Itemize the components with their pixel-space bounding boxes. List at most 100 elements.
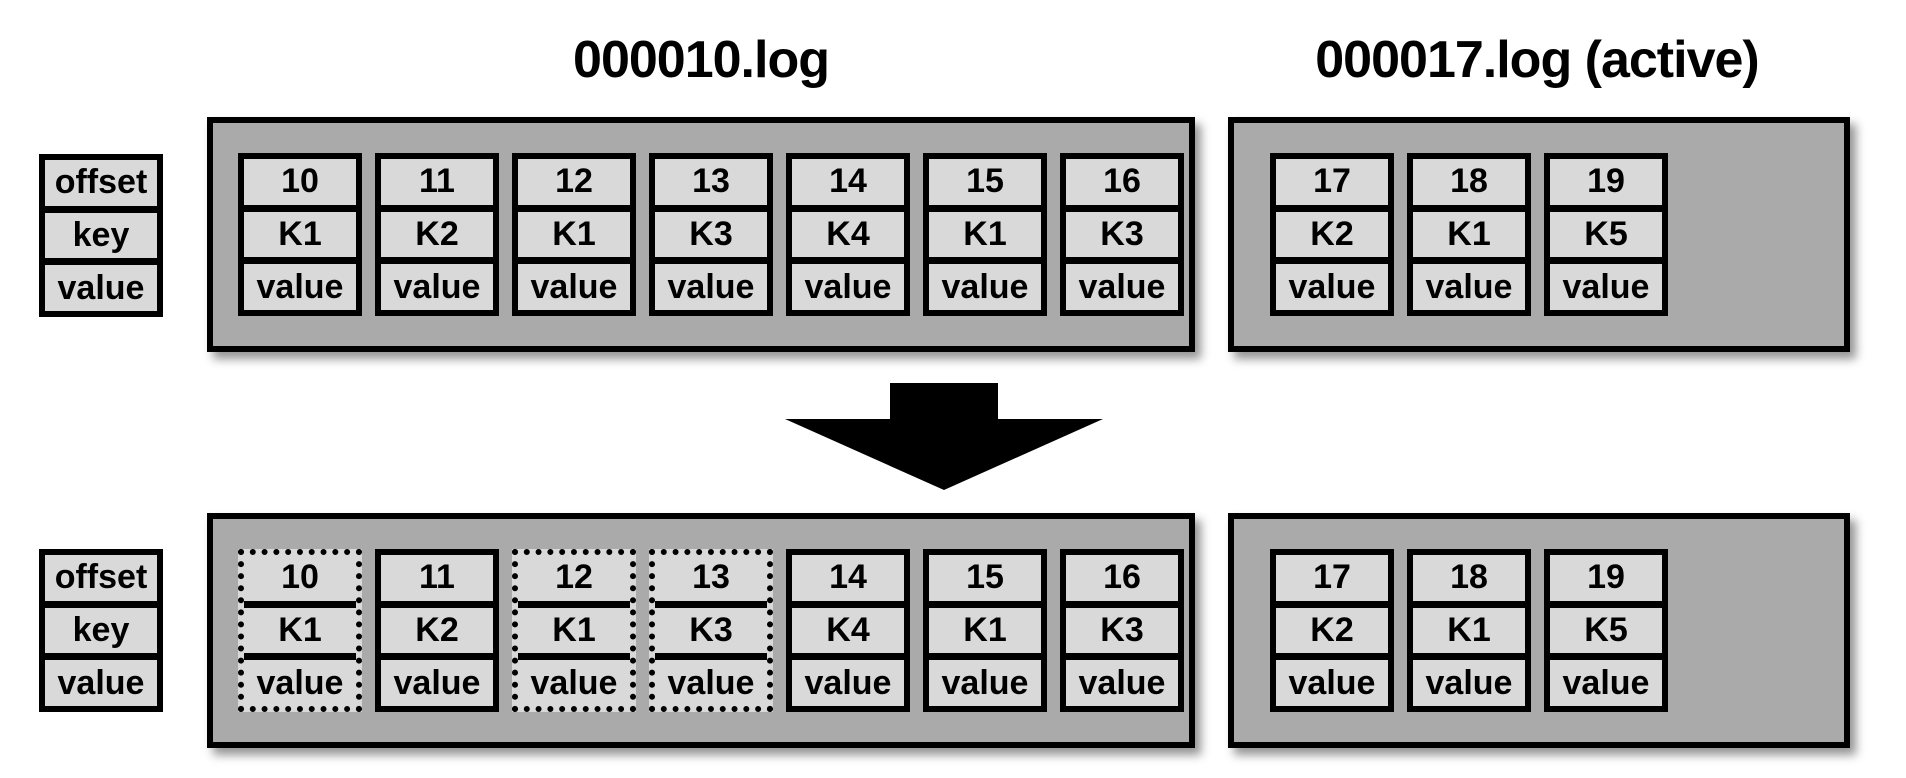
active-log-title: 000017.log (active) bbox=[1315, 31, 1759, 89]
record-key-cell: K1 bbox=[518, 204, 630, 258]
record-key-cell: K5 bbox=[1550, 600, 1662, 654]
record-value-cell: value bbox=[655, 257, 767, 310]
record-offset-cell: 14 bbox=[829, 162, 867, 201]
record-key-cell: K1 bbox=[244, 600, 356, 654]
record: 15 K1 value bbox=[923, 549, 1047, 712]
legend-key-label: key bbox=[45, 205, 157, 259]
record-value-cell: value bbox=[244, 257, 356, 310]
record-offset-cell: 19 bbox=[1587, 558, 1625, 597]
active-log-box-after: 17 K2 value 18 K1 value 19 K5 value bbox=[1228, 513, 1850, 748]
record-key-cell: K4 bbox=[792, 204, 904, 258]
record-value-cell: value bbox=[655, 653, 767, 706]
record-value-cell: value bbox=[1550, 257, 1662, 310]
record-offset-cell: 15 bbox=[966, 162, 1004, 201]
arrow-down-icon bbox=[785, 383, 1103, 490]
record-value-cell: value bbox=[381, 653, 493, 706]
record-value-cell: value bbox=[518, 653, 630, 706]
record-offset-cell: 19 bbox=[1587, 162, 1625, 201]
record-offset-cell: 17 bbox=[1313, 558, 1351, 597]
record-key-cell: K4 bbox=[792, 600, 904, 654]
record: 10 K1 value bbox=[238, 153, 362, 316]
record-value-cell: value bbox=[244, 653, 356, 706]
record-value-cell: value bbox=[1276, 653, 1388, 706]
record-offset-cell: 13 bbox=[692, 162, 730, 201]
legend-key-label: key bbox=[45, 600, 157, 654]
record-offset-cell: 15 bbox=[966, 558, 1004, 597]
record-offset-cell: 14 bbox=[829, 558, 867, 597]
legend-offset-label: offset bbox=[54, 558, 148, 597]
record: 14 K4 value bbox=[786, 153, 910, 316]
record-value-cell: value bbox=[381, 257, 493, 310]
record-value-cell: value bbox=[1550, 653, 1662, 706]
record-offset-cell: 16 bbox=[1103, 162, 1141, 201]
record-value-cell: value bbox=[1066, 653, 1178, 706]
record-key-cell: K3 bbox=[655, 600, 767, 654]
record-value-cell: value bbox=[929, 653, 1041, 706]
record: 19 K5 value bbox=[1544, 153, 1668, 316]
record-key-cell: K3 bbox=[655, 204, 767, 258]
active-log-box-before: 17 K2 value 18 K1 value 19 K5 value bbox=[1228, 117, 1850, 352]
record-key-cell: K2 bbox=[381, 600, 493, 654]
record: 17 K2 value bbox=[1270, 549, 1394, 712]
record: 12 K1 value bbox=[512, 549, 636, 712]
record-value-cell: value bbox=[929, 257, 1041, 310]
record: 11 K2 value bbox=[375, 549, 499, 712]
record: 11 K2 value bbox=[375, 153, 499, 316]
legend-before: offset key value bbox=[39, 154, 163, 317]
record-offset-cell: 16 bbox=[1103, 558, 1141, 597]
record-offset-cell: 12 bbox=[555, 162, 593, 201]
segment-log-box-after: 10 K1 value 11 K2 value 12 K1 value 13 K… bbox=[207, 513, 1195, 748]
record-value-cell: value bbox=[1413, 653, 1525, 706]
record: 10 K1 value bbox=[238, 549, 362, 712]
record-offset-cell: 12 bbox=[555, 558, 593, 597]
record-key-cell: K2 bbox=[1276, 204, 1388, 258]
record: 18 K1 value bbox=[1407, 153, 1531, 316]
record-offset-cell: 13 bbox=[692, 558, 730, 597]
record-offset-cell: 11 bbox=[419, 162, 455, 201]
legend-value-label: value bbox=[45, 258, 157, 311]
record-value-cell: value bbox=[792, 257, 904, 310]
legend-offset-label: offset bbox=[54, 163, 148, 202]
segment-log-title: 000010.log bbox=[573, 31, 830, 89]
record-key-cell: K3 bbox=[1066, 600, 1178, 654]
record-key-cell: K1 bbox=[929, 204, 1041, 258]
legend-value-label: value bbox=[45, 653, 157, 706]
legend-box: offset key value bbox=[39, 549, 163, 712]
record-key-cell: K2 bbox=[381, 204, 493, 258]
record: 16 K3 value bbox=[1060, 549, 1184, 712]
record: 19 K5 value bbox=[1544, 549, 1668, 712]
legend-after: offset key value bbox=[39, 549, 163, 712]
record-offset-cell: 10 bbox=[281, 558, 319, 597]
record: 14 K4 value bbox=[786, 549, 910, 712]
record: 13 K3 value bbox=[649, 549, 773, 712]
record-value-cell: value bbox=[1066, 257, 1178, 310]
record-offset-cell: 18 bbox=[1450, 558, 1488, 597]
active-records-after: 17 K2 value 18 K1 value 19 K5 value bbox=[1270, 549, 1668, 712]
record-key-cell: K1 bbox=[244, 204, 356, 258]
record: 15 K1 value bbox=[923, 153, 1047, 316]
record: 12 K1 value bbox=[512, 153, 636, 316]
active-records-before: 17 K2 value 18 K1 value 19 K5 value bbox=[1270, 153, 1668, 316]
legend-box: offset key value bbox=[39, 154, 163, 317]
record-key-cell: K1 bbox=[1413, 204, 1525, 258]
record-offset-cell: 10 bbox=[281, 162, 319, 201]
record-key-cell: K2 bbox=[1276, 600, 1388, 654]
record-key-cell: K1 bbox=[518, 600, 630, 654]
record-key-cell: K1 bbox=[929, 600, 1041, 654]
record-offset-cell: 17 bbox=[1313, 162, 1351, 201]
record-key-cell: K5 bbox=[1550, 204, 1662, 258]
segment-log-box-before: 10 K1 value 11 K2 value 12 K1 value 13 K… bbox=[207, 117, 1195, 352]
record: 17 K2 value bbox=[1270, 153, 1394, 316]
record: 16 K3 value bbox=[1060, 153, 1184, 316]
record-offset-cell: 18 bbox=[1450, 162, 1488, 201]
record-value-cell: value bbox=[1413, 257, 1525, 310]
record-value-cell: value bbox=[792, 653, 904, 706]
segment-records-after: 10 K1 value 11 K2 value 12 K1 value 13 K… bbox=[238, 549, 1184, 712]
record-key-cell: K3 bbox=[1066, 204, 1178, 258]
segment-records-before: 10 K1 value 11 K2 value 12 K1 value 13 K… bbox=[238, 153, 1184, 316]
record-key-cell: K1 bbox=[1413, 600, 1525, 654]
record: 13 K3 value bbox=[649, 153, 773, 316]
record-value-cell: value bbox=[518, 257, 630, 310]
record-offset-cell: 11 bbox=[419, 558, 455, 597]
